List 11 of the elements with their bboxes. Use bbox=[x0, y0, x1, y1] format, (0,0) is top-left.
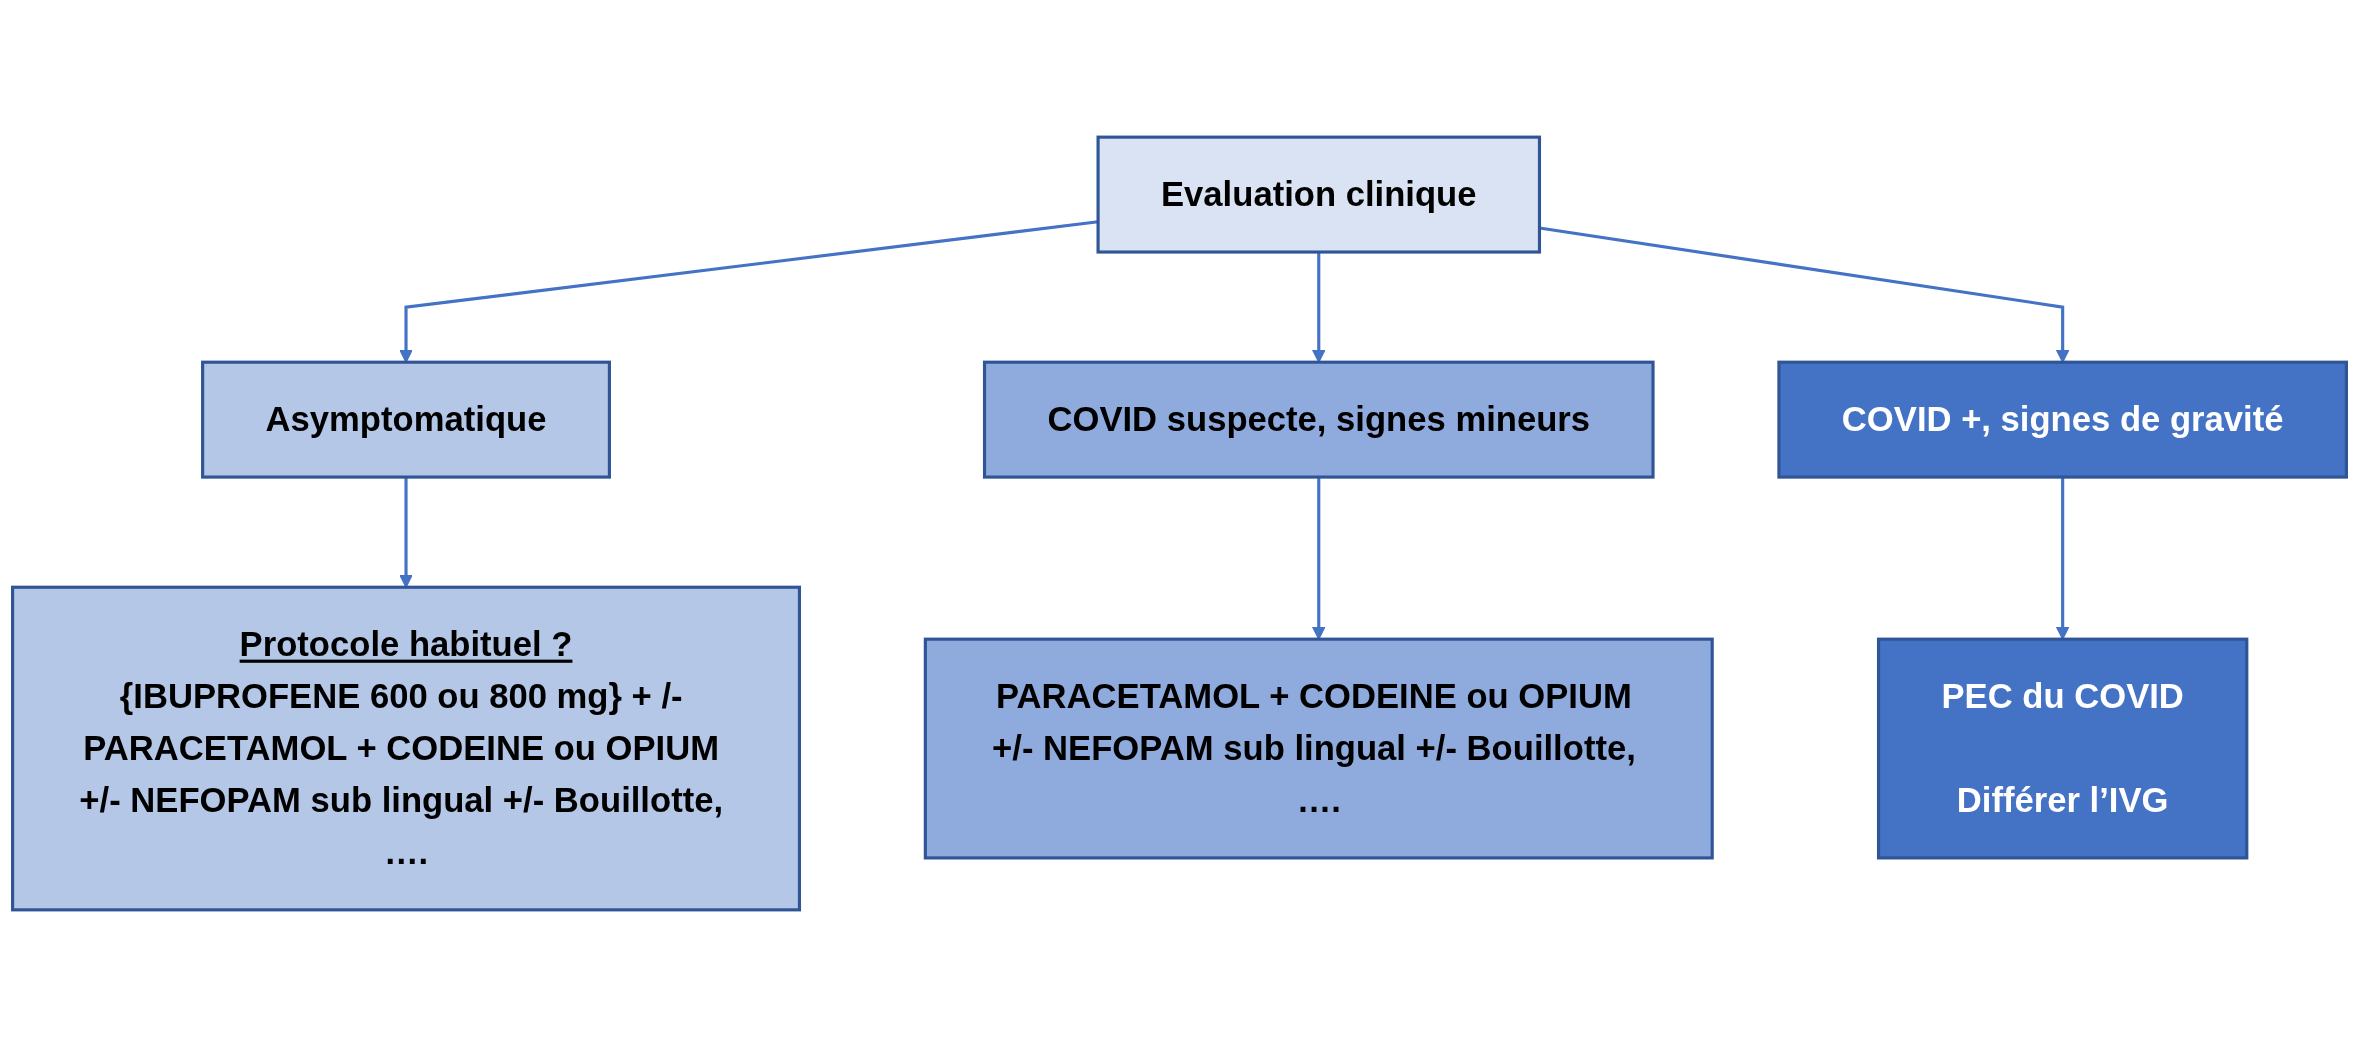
node-box: Evaluation clinique bbox=[1096, 135, 1542, 254]
node-box: Protocole habituel ? {IBUPROFENE 600 ou 800 mg} + /- PARACETAMOL + CODEINE ou OPIUM +/- NEFOPAM sub lingual +/- Bouillotte, …. bbox=[11, 585, 802, 912]
node-box: Asymptomatique bbox=[201, 360, 611, 479]
node-box: COVID +, signes de gravité bbox=[1777, 360, 2348, 479]
arrow bbox=[1311, 477, 1326, 640]
arrow bbox=[399, 477, 413, 588]
arrow bbox=[2055, 477, 2070, 640]
node-box: PEC du COVID Différer l’IVG bbox=[1876, 637, 2249, 860]
node-box: COVID suspecte, signes mineurs bbox=[982, 360, 1655, 479]
arrow bbox=[1311, 252, 1326, 363]
node-box: PARACETAMOL + CODEINE ou OPIUM +/- NEFOPAM sub lingual +/- Bouillotte, …. bbox=[923, 637, 1714, 860]
